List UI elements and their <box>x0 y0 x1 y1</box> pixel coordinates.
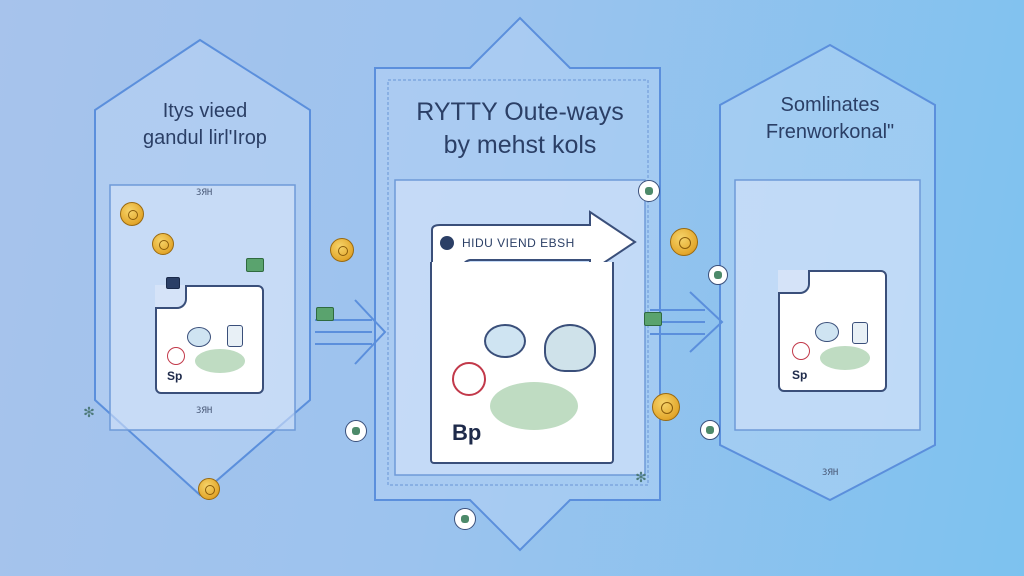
snowflake-icon <box>454 508 476 530</box>
center-panel-title: RYTTY Oute-ways by mehst kols <box>390 96 650 161</box>
snowflake-icon <box>345 420 367 442</box>
right-card-label: Sp <box>792 368 808 382</box>
stamp-icon <box>167 347 185 365</box>
left-card-notch <box>155 285 187 309</box>
coin-icon <box>330 238 354 262</box>
shield-icon <box>544 324 596 372</box>
center-card-label: Bp <box>452 420 482 445</box>
center-card: Bp <box>430 262 614 464</box>
logo-icon <box>440 236 454 250</box>
blob-shape <box>195 349 245 373</box>
blob-shape <box>820 346 870 370</box>
badge-icon <box>815 322 839 342</box>
badge-icon <box>187 327 211 347</box>
center-title-line2: by mehst kols <box>443 130 597 159</box>
leaf-chip-icon <box>316 307 334 321</box>
right-title-line2: Frenworkonal" <box>765 121 895 143</box>
leaf-chip-icon <box>644 312 662 326</box>
snowflake-icon: ✻ <box>83 404 95 420</box>
left-panel-title: Itys vieed gandul lirl'Irop <box>105 98 305 152</box>
badge-icon <box>484 324 526 358</box>
snowflake-icon: ✻ <box>635 469 647 485</box>
right-title-line1: Somlinates <box>780 94 880 116</box>
blob-shape <box>490 382 578 430</box>
right-card-notch <box>778 270 810 294</box>
leaf-chip-icon <box>166 277 180 289</box>
stamp-icon <box>792 342 810 360</box>
left-card-label: Sp <box>167 369 183 383</box>
coin-icon <box>652 393 680 421</box>
shield-icon <box>227 325 243 347</box>
snowflake-icon <box>638 180 660 202</box>
left-tag-top: ЗЯН <box>196 188 213 198</box>
right-panel-title: Somlinates Frenworkonal" <box>730 92 930 146</box>
left-tag-bottom: ЗЯН <box>196 406 213 416</box>
stamp-icon <box>452 362 486 396</box>
snowflake-icon <box>708 265 728 285</box>
coin-icon <box>152 233 174 255</box>
coin-icon <box>198 478 220 500</box>
shield-icon <box>852 322 868 344</box>
coin-icon <box>670 228 698 256</box>
coin-icon <box>120 202 144 226</box>
arrow-right-icon <box>315 299 387 365</box>
left-card: Sp <box>155 285 264 394</box>
left-title-line1: Itys vieed <box>162 100 248 122</box>
center-arrow-label: HIDU VIEND EBSH <box>462 236 575 250</box>
right-tag-bottom: ЗЯН <box>822 468 839 478</box>
center-title-line1: RYTTY Oute-ways <box>416 98 624 126</box>
right-card: Sp <box>778 270 887 392</box>
snowflake-icon <box>700 420 720 440</box>
leaf-chip-icon <box>246 258 264 272</box>
left-title-line2: gandul lirl'Irop <box>143 127 267 149</box>
